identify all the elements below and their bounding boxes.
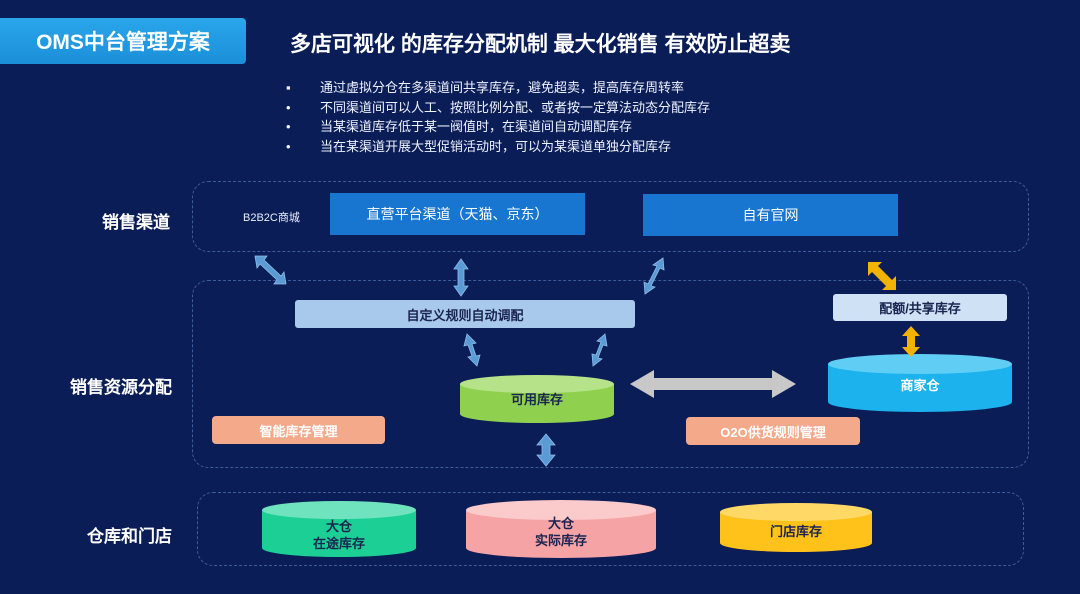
bullet-item: • 不同渠道间可以人工、按照比例分配、或者按一定算法动态分配库存 — [286, 98, 710, 118]
transit-line2: 在途库存 — [312, 536, 365, 551]
double-arrow-quota-merchant — [902, 326, 920, 357]
channel-own-website: 自有官网 — [643, 194, 898, 236]
bullet-text: 不同渠道间可以人工、按照比例分配、或者按一定算法动态分配库存 — [320, 99, 711, 115]
transit-inventory-cylinder — [262, 501, 416, 557]
smart-inventory-box: 智能库存管理 — [212, 416, 385, 444]
transit-line1: 大仓 — [325, 519, 352, 534]
actual-inventory-cylinder — [466, 500, 656, 558]
double-arrow-rules-left — [463, 333, 481, 367]
store-inventory-cylinder — [720, 503, 872, 552]
channel-b2b2c: B2B2C商城 — [243, 212, 300, 224]
actual-line1: 大仓 — [547, 516, 574, 531]
double-arrow-b2b2c — [254, 255, 287, 285]
bullet-icon: • — [286, 138, 291, 154]
double-arrow-to-warehouse — [536, 433, 556, 467]
available-inventory-cylinder — [460, 375, 614, 423]
quota-shared-bar: 配额/共享库存 — [833, 294, 1007, 321]
bullet-text: 当某渠道库存低于某一阀值时，在渠道间自动调配库存 — [320, 119, 633, 134]
bullet-icon: • — [286, 119, 291, 134]
bullet-list: ▪ 通过虚拟分仓在多渠道间共享库存，避免超卖，提高库存周转率 • 不同渠道间可以人工… — [286, 78, 710, 156]
merchant-warehouse-cylinder — [828, 354, 1012, 412]
o2o-rules-box: O2O供货规则管理 — [686, 417, 860, 445]
bullet-text: 通过虚拟分仓在多渠道间共享库存，避免超卖，提高库存周转率 — [320, 80, 685, 95]
double-arrow-own-site — [643, 257, 665, 295]
warehouse-panel — [197, 492, 1024, 566]
store-inventory-label: 门店库存 — [769, 523, 822, 539]
double-arrow-quota — [868, 262, 896, 290]
available-inventory-label: 可用库存 — [510, 391, 563, 407]
bullet-item: • 当某渠道库存低于某一阀值时，在渠道间自动调配库存 — [286, 117, 710, 137]
allocation-panel — [192, 280, 1029, 468]
bullet-item: • 当在某渠道开展大型促销活动时，可以为某渠道单独分配库存 — [286, 137, 710, 157]
double-arrow-rules-right — [591, 333, 608, 367]
sales-channel-panel — [192, 181, 1029, 252]
custom-rules-bar: 自定义规则自动调配 — [295, 300, 635, 328]
merchant-warehouse-label: 商家仓 — [900, 377, 940, 393]
double-arrow-direct — [453, 258, 469, 297]
section-label-resource-allocation: 销售资源分配 — [70, 378, 172, 397]
section-label-sales-channels: 销售渠道 — [102, 213, 170, 232]
headline: 多店可视化 的库存分配机制 最大化销售 有效防止超卖 — [290, 33, 791, 56]
title-badge: OMS中台管理方案 — [0, 18, 246, 64]
actual-line2: 实际库存 — [534, 533, 587, 548]
actual-inventory-label: 大仓 实际库存 — [466, 514, 656, 550]
section-label-warehouse-store: 仓库和门店 — [87, 527, 172, 546]
transit-inventory-label: 大仓 在途库存 — [262, 517, 416, 553]
bullet-item: ▪ 通过虚拟分仓在多渠道间共享库存，避免超卖，提高库存周转率 — [286, 78, 710, 98]
channel-direct-platform: 直营平台渠道（天猫、京东） — [330, 193, 585, 235]
double-arrow-available-merchant — [630, 370, 796, 398]
bullet-text: 当在某渠道开展大型促销活动时，可以为某渠道单独分配库存 — [320, 138, 672, 154]
bullet-icon: • — [286, 99, 291, 115]
bullet-icon: ▪ — [286, 80, 291, 95]
